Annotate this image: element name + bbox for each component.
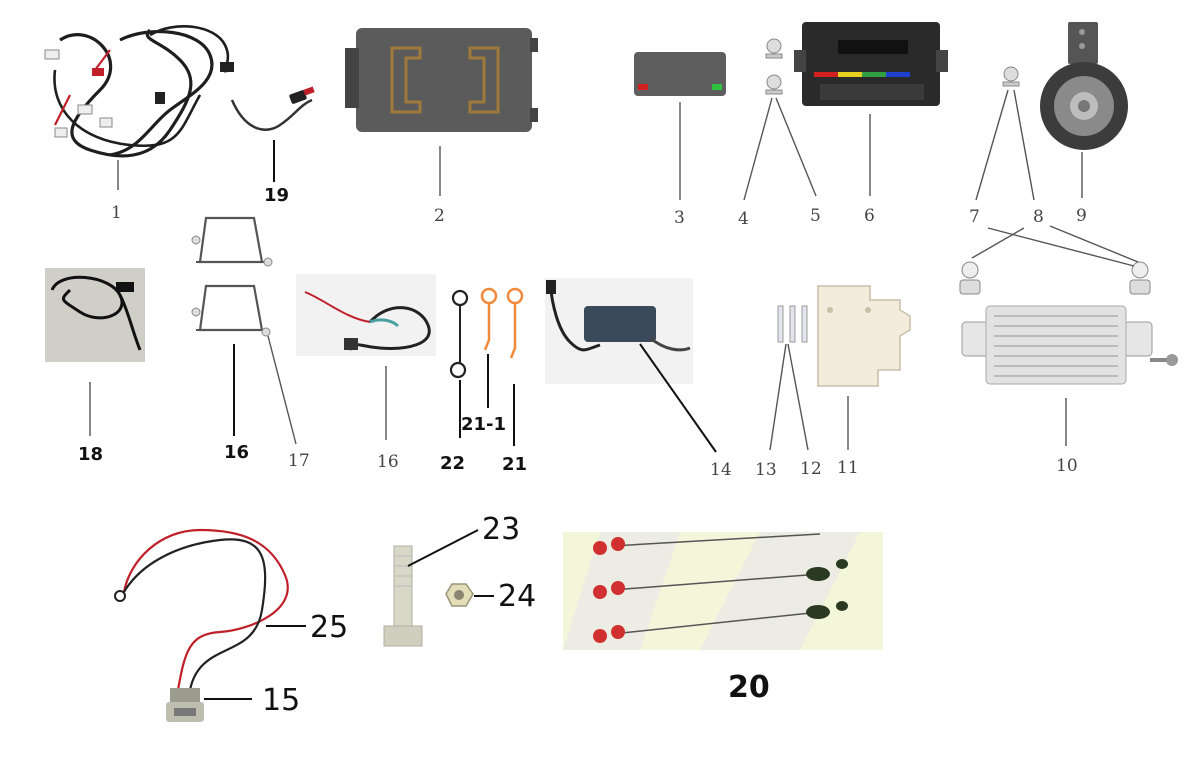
battery-cable-icon bbox=[114, 528, 289, 691]
callout-24: 24 bbox=[498, 579, 536, 614]
callout-23: 23 bbox=[482, 512, 520, 547]
leader-line bbox=[787, 343, 809, 451]
callout-8: 8 bbox=[1033, 207, 1044, 227]
cable-photo-icon bbox=[45, 268, 145, 362]
callout-12: 12 bbox=[800, 459, 822, 479]
callout-11: 11 bbox=[837, 458, 859, 478]
terminal-cables-icon bbox=[563, 532, 883, 650]
callout-18: 18 bbox=[78, 444, 103, 465]
callout-21-1: 21-1 bbox=[461, 414, 506, 435]
callout-10: 10 bbox=[1056, 456, 1078, 476]
callout-21: 21 bbox=[502, 454, 527, 475]
horn-icon bbox=[1040, 22, 1128, 150]
callout-25: 25 bbox=[310, 610, 348, 645]
screw-icon bbox=[765, 38, 783, 95]
callout-19: 19 bbox=[264, 185, 289, 206]
leader-line bbox=[975, 89, 1009, 201]
callout-17: 17 bbox=[288, 451, 310, 471]
sensor-wire-icon bbox=[296, 274, 436, 356]
connector-lead-icon bbox=[230, 86, 315, 131]
dc-converter-icon bbox=[961, 305, 1178, 385]
callout-15: 15 bbox=[262, 683, 300, 718]
callout-14: 14 bbox=[710, 460, 732, 480]
callout-9: 9 bbox=[1076, 206, 1087, 226]
callout-4: 4 bbox=[738, 209, 749, 229]
callout-5: 5 bbox=[810, 206, 821, 226]
leader-line bbox=[971, 227, 1025, 259]
leader-line bbox=[407, 529, 479, 567]
callout-22: 22 bbox=[440, 453, 465, 474]
key-pin-icon bbox=[480, 287, 524, 359]
callout-7: 7 bbox=[969, 207, 980, 227]
wiring-harness-icon bbox=[44, 24, 234, 158]
callout-16b: 16 bbox=[377, 452, 399, 472]
callout-13: 13 bbox=[755, 460, 777, 480]
display-unit-icon bbox=[794, 22, 948, 106]
ring-link-icon bbox=[449, 289, 469, 379]
callout-20: 20 bbox=[728, 670, 770, 705]
leader-line bbox=[1013, 89, 1035, 201]
charge-socket-icon bbox=[166, 688, 204, 722]
callout-16a: 16 bbox=[224, 442, 249, 463]
leader-line bbox=[769, 343, 787, 451]
callout-6: 6 bbox=[864, 206, 875, 226]
callout-2: 2 bbox=[434, 206, 445, 226]
screw-icon bbox=[959, 261, 1151, 295]
bracket-icon bbox=[191, 216, 273, 337]
leader-line bbox=[1049, 225, 1139, 263]
leader-line bbox=[775, 97, 817, 197]
nut-icon bbox=[445, 583, 474, 607]
leader-line bbox=[639, 343, 717, 453]
controller-box-icon bbox=[345, 28, 538, 132]
circuit-breaker-icon bbox=[817, 285, 911, 387]
leader-line bbox=[743, 97, 773, 201]
bolt-icon bbox=[383, 545, 423, 647]
screw-icon bbox=[777, 305, 808, 343]
screw-icon bbox=[1002, 66, 1020, 87]
callout-3: 3 bbox=[674, 208, 685, 228]
callout-1: 1 bbox=[111, 203, 122, 223]
leader-line bbox=[987, 227, 1135, 267]
charger-module-icon bbox=[545, 278, 693, 384]
relay-module-icon bbox=[634, 52, 726, 96]
leader-line bbox=[267, 335, 297, 445]
